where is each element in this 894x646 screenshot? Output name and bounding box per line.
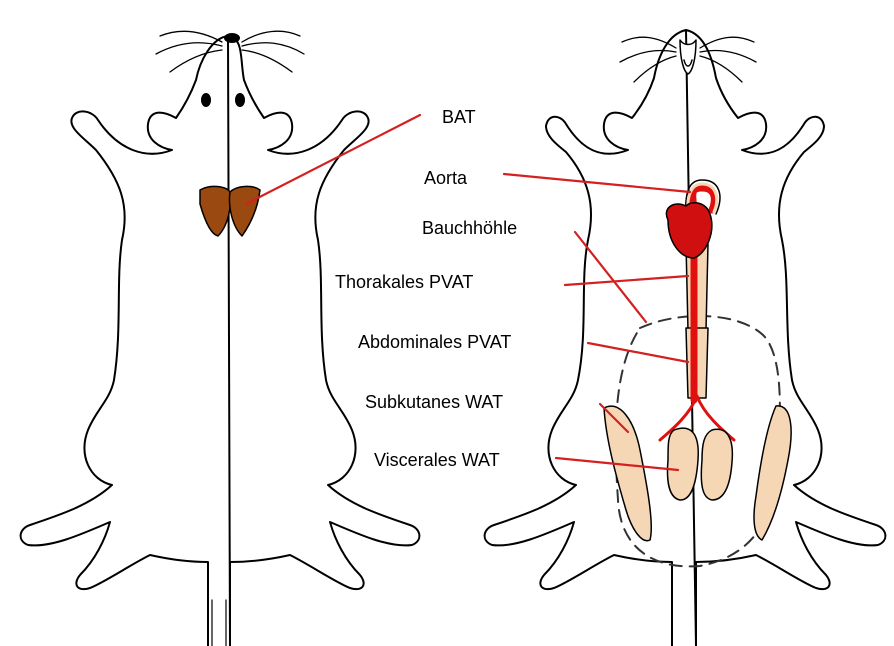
label-bat: BAT [442,107,476,127]
mouse-dorsal-nose [224,33,240,43]
label-thorakales-pvat: Thorakales PVAT [335,272,473,292]
mouse-dorsal-tail-line [212,600,226,646]
label-subkutanes-wat: Subkutanes WAT [365,392,503,412]
mouse-dorsal-left-eye [201,93,211,107]
label-abdominales-pvat: Abdominales PVAT [358,332,511,352]
mouse-dorsal-right-eye [235,93,245,107]
mouse-ventral-outline [485,30,886,646]
label-viszerales-wat: Viscerales WAT [374,450,500,470]
mouse-ventral-figure [485,30,886,646]
labels: BAT Aorta Bauchhöhle Thorakales PVAT Abd… [335,107,517,470]
label-bauchhoehle: Bauchhöhle [422,218,517,238]
label-aorta: Aorta [424,168,468,188]
